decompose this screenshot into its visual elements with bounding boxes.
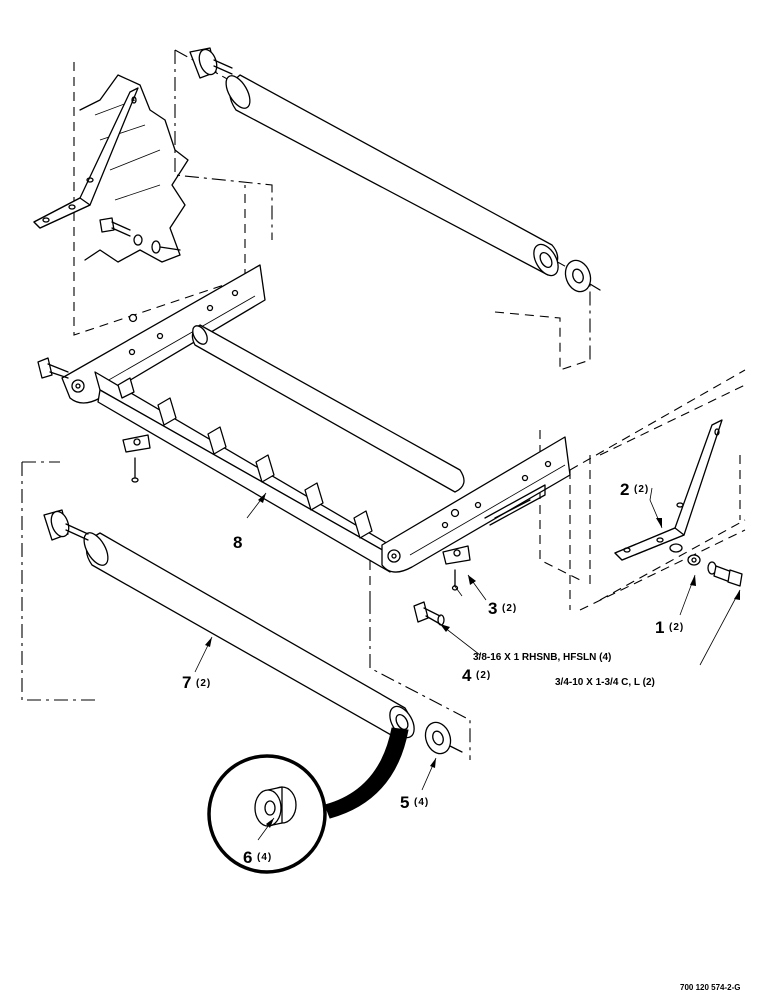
broken-panel-section bbox=[79, 74, 189, 263]
callout-qty-7: (2) bbox=[196, 678, 211, 689]
callout-number-4: 4 bbox=[462, 666, 472, 685]
lower-left-bearing bbox=[43, 509, 89, 541]
carriage-bolt bbox=[413, 601, 445, 626]
frame-assembly bbox=[61, 264, 571, 573]
callout-number-2: 2 bbox=[620, 480, 629, 499]
callout-number-8: 8 bbox=[233, 533, 242, 552]
hardware-note-carriage-bolt: 3/4-10 X 1-3/4 C, L (2) bbox=[555, 677, 655, 688]
callout-label-8: 8 bbox=[233, 533, 242, 552]
callout-qty-1: (2) bbox=[669, 622, 684, 633]
right-bolt-hardware bbox=[669, 543, 743, 587]
upper-roller bbox=[225, 74, 559, 277]
upper-left-bearing bbox=[189, 47, 233, 79]
upper-left-hardware bbox=[99, 217, 181, 254]
callout-qty-2: (2) bbox=[634, 484, 649, 495]
lower-right-bearing bbox=[424, 721, 463, 755]
lower-roller bbox=[83, 532, 415, 741]
callout-number-5: 5 bbox=[400, 793, 409, 812]
phantom-frame-lines bbox=[21, 49, 746, 760]
callout-label-2: 2 (2) bbox=[620, 480, 649, 499]
callout-label-7: 7 (2) bbox=[182, 673, 211, 692]
drawing-number: 700 120 574-2-G bbox=[680, 983, 741, 992]
right-mounting-clip bbox=[442, 508, 471, 591]
callout-qty-3: (2) bbox=[502, 603, 517, 614]
upper-right-bearing bbox=[564, 259, 601, 293]
callout-number-1: 1 bbox=[655, 618, 664, 637]
bushing-detail-circle bbox=[207, 727, 409, 874]
callout-label-1: 1 (2) bbox=[655, 618, 684, 637]
left-carriage-bolt bbox=[37, 357, 69, 379]
callout-number-7: 7 bbox=[182, 673, 191, 692]
leader-lines bbox=[194, 487, 741, 841]
callout-qty-5: (4) bbox=[414, 797, 429, 808]
upper-left-bracket bbox=[33, 87, 139, 229]
callout-qty-6: (4) bbox=[257, 852, 272, 863]
callout-label-5: 5 (4) bbox=[400, 793, 429, 812]
left-mounting-clip bbox=[122, 313, 151, 483]
callout-number-3: 3 bbox=[488, 599, 497, 618]
hardware-note-rhsnb: 3/8-16 X 1 RHSNB, HFSLN (4) bbox=[473, 652, 611, 663]
right-angle-bracket bbox=[614, 419, 723, 561]
callout-label-6: 6 (4) bbox=[243, 848, 272, 867]
callout-qty-4: (2) bbox=[476, 670, 491, 681]
callout-label-4: 4 (2) bbox=[462, 666, 491, 685]
callout-number-6: 6 bbox=[243, 848, 252, 867]
callout-label-3: 3 (2) bbox=[488, 599, 517, 618]
